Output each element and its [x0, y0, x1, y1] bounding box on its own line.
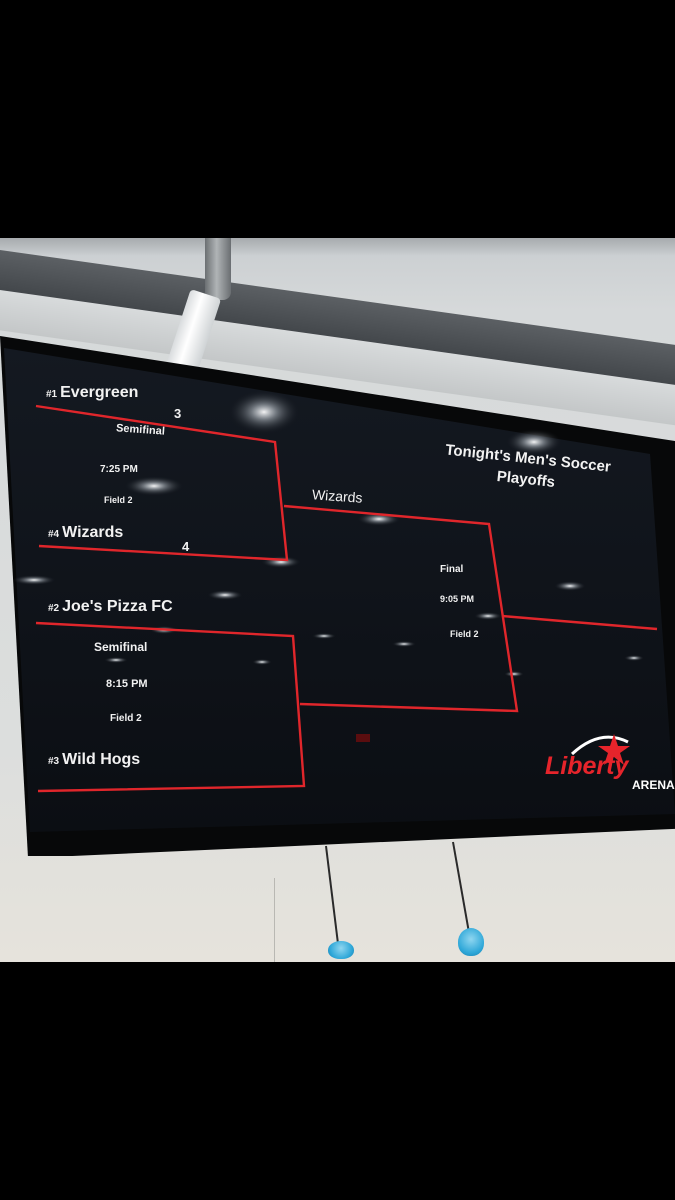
final-round: Final: [440, 564, 464, 575]
semifinal-1-bracket: [35, 404, 289, 562]
letterbox-bottom: [0, 962, 675, 1200]
semifinal-1-top-score: 3: [174, 406, 182, 421]
semifinal-2-bracket: [35, 621, 306, 793]
team-name: Wizards: [62, 524, 124, 541]
team-name: Joe's Pizza FC: [62, 598, 173, 615]
final-bracket: [283, 504, 519, 713]
semifinal-1-bottom-score: 4: [182, 539, 190, 554]
logo-word: Liberty: [545, 752, 629, 780]
hanging-cable-left: [325, 845, 340, 946]
ceiling-shadow: [0, 238, 675, 256]
light-reflection: [392, 641, 416, 647]
light-reflection: [312, 633, 336, 639]
star-swoosh-icon: [570, 734, 630, 765]
semifinal-1-field: Field 2: [104, 495, 133, 505]
letterbox-top: [0, 0, 675, 238]
tv-graphics: [0, 336, 675, 856]
seed: #4: [48, 529, 60, 540]
light-reflection: [474, 612, 502, 620]
light-reflection: [506, 429, 562, 455]
semifinal-2-round: Semifinal: [94, 640, 148, 654]
final-field: Field 2: [450, 629, 479, 639]
final-time: 9:05 PM: [440, 594, 475, 604]
team-name: Evergreen: [60, 384, 139, 401]
hanging-cable-right: [452, 841, 472, 941]
logo-sub: ARENA: [632, 778, 675, 792]
final-top-team: Wizards: [311, 486, 364, 506]
ceiling-pipe: [205, 238, 231, 300]
light-reflection: [228, 390, 300, 434]
light-reflection: [504, 671, 524, 677]
light-reflection: [207, 590, 243, 600]
team-name: Wild Hogs: [62, 751, 141, 768]
light-reflection: [624, 655, 644, 661]
light-reflection: [124, 476, 184, 496]
red-indicator: [356, 734, 370, 742]
light-reflection: [252, 659, 272, 665]
light-reflection: [12, 575, 56, 585]
seed: #1: [46, 389, 58, 400]
wall-seam: [274, 878, 275, 962]
seed: #3: [48, 756, 60, 767]
bracket-lines: [35, 404, 658, 793]
blue-tag-icon: [458, 928, 484, 956]
light-reflection: [554, 581, 586, 591]
semifinal-2-time: 8:15 PM: [106, 678, 148, 690]
semifinal-2-field: Field 2: [110, 713, 142, 724]
blue-tag-icon: [328, 941, 354, 959]
champion-line: [501, 614, 658, 631]
semifinal-1-time: 7:25 PM: [100, 464, 138, 475]
light-reflection: [104, 657, 128, 663]
seed: #2: [48, 603, 60, 614]
